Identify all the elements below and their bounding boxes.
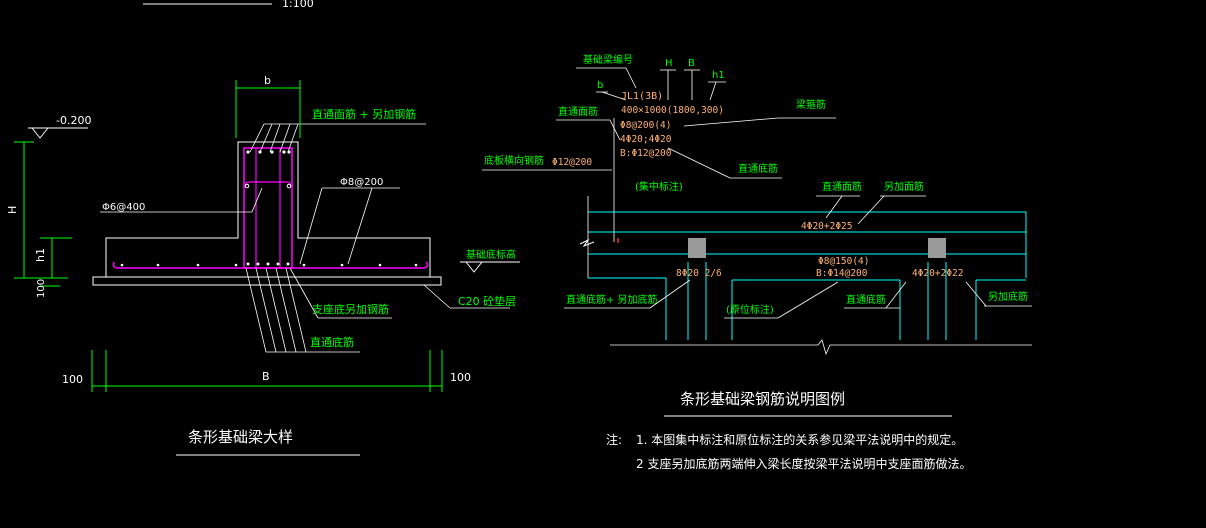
beam-stirrup	[243, 147, 293, 269]
top-bars-spec: 4Φ20+2Φ25	[801, 221, 852, 232]
ground-break-line	[610, 339, 1032, 356]
elevation-label: -0.200	[56, 114, 91, 127]
h1-label: h1	[34, 248, 47, 262]
dim-100-vertical: 100	[36, 279, 47, 298]
top-leader-fan	[249, 123, 426, 153]
top-through2-label: 直通面筋	[822, 180, 862, 193]
support-bar-label: 支座底另加钢筋	[312, 302, 389, 316]
bot-plus-label: 直通底筋+ 另加底筋	[566, 293, 658, 306]
b-small: b	[597, 80, 603, 91]
bottom-label-leaders	[564, 279, 1032, 319]
b-header: B	[688, 58, 695, 69]
beam-stirrup-label: 梁箍筋	[796, 98, 826, 111]
dim-B: B	[262, 370, 270, 383]
header-leaders	[576, 67, 726, 101]
support-column	[928, 238, 946, 258]
through-bot-label: 直通底筋	[738, 162, 778, 175]
h-label: H	[6, 206, 19, 214]
b-label: b	[264, 74, 271, 87]
through-top-leader	[609, 119, 621, 141]
base-elev-label: 基础底标高	[466, 248, 516, 261]
stir-spec: Φ8@200(4)	[620, 120, 671, 131]
dim-100-left: 100	[62, 373, 83, 386]
top-spec: 4Φ20;4Φ20	[620, 134, 672, 145]
trans-spec: Φ12@200	[552, 157, 592, 168]
tie-link	[244, 181, 292, 189]
bot-spec: B:Φ12@200	[620, 148, 672, 159]
through-top-label: 直通面筋	[558, 105, 598, 118]
note-1: 1. 本图集中标注和原位标注的关系参见梁平法说明中的规定。	[636, 432, 963, 447]
stirrup-leader	[251, 187, 263, 213]
mid-stir-spec: Φ8@150(4)	[818, 256, 869, 267]
left-bot-spec: 8Φ20 2/6	[676, 268, 722, 279]
stirrup-label: Φ6@400	[102, 202, 145, 213]
in-situ-label: (原位标注)	[726, 303, 774, 316]
right-legend: 基础梁编号 H B h1 b JL1(3B) 400×1000(1800,300…	[482, 53, 1032, 417]
horizontal-dims	[91, 350, 443, 392]
through-bot2-label: 直通底筋	[846, 293, 886, 306]
top-extra-label: 另加面筋	[884, 180, 924, 193]
cushion-layer	[92, 276, 442, 286]
footing-outline	[105, 141, 431, 278]
stirrup-leader-right	[683, 117, 836, 127]
mid-bot-spec: B:Φ14@200	[816, 268, 868, 279]
support-column	[688, 238, 706, 258]
top-scale: 1:100	[282, 0, 314, 10]
right-title: 条形基础梁钢筋说明图例	[680, 390, 845, 408]
dim-100-right: 100	[450, 371, 471, 384]
bottom-leader-fan	[245, 267, 392, 353]
right-bot-spec: 4Φ20+2Φ22	[912, 268, 963, 279]
side-bar	[244, 183, 250, 189]
h1-header: h1	[712, 70, 725, 81]
vertical-dims	[14, 141, 72, 287]
side-bar	[286, 183, 292, 189]
cushion-label: C20 砼垫层	[458, 294, 516, 308]
dist-bar-leader	[299, 187, 323, 265]
top-label-leaders	[816, 195, 926, 225]
beam-elevation	[588, 211, 1027, 340]
beam-dims: 400×1000(1800,300)	[621, 105, 724, 116]
dist-bar-leader	[347, 187, 373, 265]
notes-label: 注:	[606, 432, 622, 447]
beam-code: JL1(3B)	[621, 91, 663, 102]
h-header: H	[665, 58, 673, 69]
b-dimension	[235, 80, 301, 138]
left-title: 条形基础梁大样	[188, 428, 293, 446]
break-mark	[579, 238, 595, 248]
concentrated-label: (集中标注)	[635, 180, 683, 193]
top-bars	[246, 150, 291, 154]
elevation-mark	[28, 127, 88, 139]
slab-bottom-bar	[112, 261, 429, 269]
cushion-leader	[423, 284, 451, 309]
dist-bar-label: Φ8@200	[340, 177, 383, 188]
left-section-detail: b -0.200 H h1 100 100 B 100 直通面筋 + 另加钢筋 …	[6, 74, 520, 456]
base-elev-mark	[460, 261, 520, 273]
extra-bot-label: 另加底筋	[988, 290, 1028, 303]
trans-bar-label: 底板横向钢筋	[484, 154, 544, 167]
note-2: 2 支座另加底筋两端伸入梁长度按梁平法说明中支座面筋做法。	[636, 456, 971, 471]
notes: 注: 1. 本图集中标注和原位标注的关系参见梁平法说明中的规定。 2 支座另加底…	[606, 432, 971, 471]
through-bottom-label: 直通底筋	[310, 335, 354, 349]
through-bot-leader	[667, 147, 782, 179]
slab-dist-bars	[120, 262, 418, 267]
leader-top-label: 直通面筋 + 另加钢筋	[312, 107, 416, 121]
beam-no-label: 基础梁编号	[583, 53, 633, 66]
